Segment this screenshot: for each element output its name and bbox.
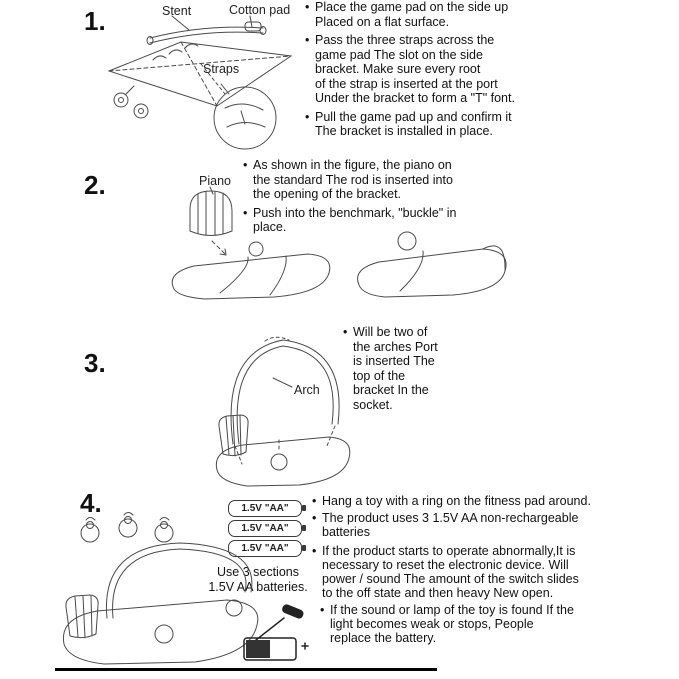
piano-keys <box>65 594 99 639</box>
bullet-item: • Pass the three straps across the game … <box>305 33 553 106</box>
bullet-text: The product uses 3 1.5V AA non-rechargea… <box>322 511 579 539</box>
step-2-number: 2. <box>84 170 106 200</box>
bullet-text: Place the game pad on the side up Placed… <box>315 0 509 29</box>
stent-rod <box>146 26 267 45</box>
arch-tube <box>105 542 253 619</box>
bullet-text: Will be two of the arches Port is insert… <box>353 325 438 412</box>
step4-playgym-with-toys-diagram <box>62 512 259 665</box>
bullet-text: If the product starts to operate abnorma… <box>322 544 579 600</box>
bullet-text: Pull the game pad up and confirm it The … <box>315 109 512 139</box>
battery-icon <box>243 637 309 661</box>
step-3-instructions: • Will be two of the arches Port is inse… <box>343 325 458 416</box>
step-4-instructions: • Hang a toy with a ring on the fitness … <box>312 494 647 649</box>
playmat <box>215 436 351 487</box>
label-arch: Arch <box>294 383 320 397</box>
cotton-pad-piece <box>244 21 262 32</box>
hanging-toys <box>80 512 174 543</box>
battery-cell: 1.5V "AA" <box>228 500 306 517</box>
battery-cell: 1.5V "AA" <box>228 520 306 537</box>
playmat <box>62 599 259 665</box>
playmat-left <box>171 253 331 300</box>
bullet-marker: • <box>243 205 248 220</box>
step-1-instructions: • Place the game pad on the side up Plac… <box>305 0 553 143</box>
bullet-item: • If the sound or lamp of the toy is fou… <box>320 603 647 645</box>
step3-arch-attach-diagram <box>215 336 351 487</box>
bullet-marker: • <box>320 603 325 617</box>
bullet-marker: • <box>305 109 310 124</box>
bullet-item: • Place the game pad on the side up Plac… <box>305 0 553 29</box>
bullet-item: • If the product starts to operate abnor… <box>312 544 647 600</box>
bullet-text: As shown in the figure, the piano on the… <box>253 158 453 201</box>
step-3-number: 3. <box>84 348 106 378</box>
bullet-item: • Will be two of the arches Port is inse… <box>343 325 458 412</box>
bullet-text: If the sound or lamp of the toy is found… <box>330 603 574 645</box>
piano-part <box>189 190 233 236</box>
arch-tube <box>230 336 340 445</box>
screwdriver-icon <box>255 604 304 641</box>
battery-cell-label: 1.5V "AA" <box>241 503 289 514</box>
bullet-item: • Pull the game pad up and confirm it Th… <box>305 110 553 139</box>
step1-folded-playmat-diagram <box>107 15 293 150</box>
bullet-item: • The product uses 3 1.5V AA non-recharg… <box>312 511 647 539</box>
bullet-marker: • <box>312 511 317 525</box>
step2-piano-attach-diagram <box>171 186 507 300</box>
bullet-text: Pass the three straps across the game pa… <box>315 33 515 105</box>
battery-compartment-diagram <box>243 604 309 661</box>
piano-leader-line <box>209 186 214 195</box>
wheel-knobs <box>113 85 149 119</box>
bracket-dome <box>270 453 288 471</box>
insert-arrow-dashed <box>211 240 227 256</box>
label-stent: Stent <box>162 4 192 18</box>
bullet-item: • As shown in the figure, the piano on t… <box>243 158 493 202</box>
bullet-marker: • <box>343 325 348 339</box>
bracket-dome <box>248 241 264 257</box>
bullet-item: • Push into the benchmark, "buckle" in p… <box>243 206 493 235</box>
insert-dashes <box>234 425 336 465</box>
batteries-caption: Use 3 sections 1.5V AA batteries. <box>208 565 308 594</box>
mat-outline <box>107 41 293 107</box>
bullet-marker: • <box>312 494 317 508</box>
bullet-item: • Hang a toy with a ring on the fitness … <box>312 494 647 508</box>
battery-cell-label: 1.5V "AA" <box>241 543 289 554</box>
bullet-text: Hang a toy with a ring on the fitness pa… <box>322 494 591 508</box>
arch-leader-line <box>272 377 293 388</box>
label-cotton-pad: Cotton pad <box>229 3 291 17</box>
playmat-right <box>357 231 507 298</box>
bullet-marker: • <box>305 0 310 14</box>
label-straps: Straps <box>203 62 240 76</box>
magnifier-detail-circle <box>200 63 277 150</box>
battery-cell: 1.5V "AA" <box>228 540 306 557</box>
bullet-text: Push into the benchmark, "buckle" in pla… <box>253 205 457 235</box>
battery-cell-label: 1.5V "AA" <box>241 523 289 534</box>
page-bottom-rule <box>55 668 437 671</box>
bullet-marker: • <box>305 33 310 47</box>
step-2-instructions: • As shown in the figure, the piano on t… <box>243 158 493 239</box>
step-1-number: 1. <box>84 6 106 36</box>
bracket-dome <box>154 624 174 644</box>
piano-keys <box>218 414 249 457</box>
bullet-marker: • <box>243 158 248 172</box>
label-piano: Piano <box>199 174 231 188</box>
straps-on-mat <box>152 43 199 61</box>
step-4-number: 4. <box>80 488 102 518</box>
bullet-marker: • <box>312 544 317 558</box>
bracket-dome <box>225 599 243 617</box>
